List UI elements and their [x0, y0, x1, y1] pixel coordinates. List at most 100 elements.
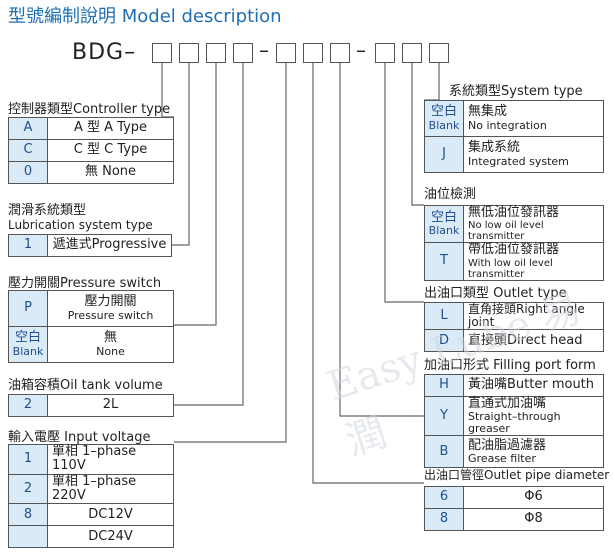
option-code: 6	[424, 486, 464, 509]
option-desc: Φ6	[463, 486, 604, 509]
option-code: P	[8, 290, 48, 327]
option-desc: 無集成 No integration	[463, 100, 604, 137]
filling-port-table: H 黃油嘴Butter mouth Y 直通式加油嘴 Straight–thro…	[424, 374, 604, 469]
option-desc-cn: 帶低油位發訊器	[468, 242, 560, 258]
outlet-pipe-table: 6 Φ6 8 Φ8	[424, 486, 604, 531]
lubrication-type-table: 1 遞進式Progressive	[8, 234, 172, 257]
table-row: J 集成系統 Integrated system	[424, 136, 604, 173]
option-code: C	[8, 139, 48, 162]
option-code: 0	[8, 161, 48, 184]
code-box-controller	[152, 43, 172, 63]
table-row: L 直角接頭Right angle joint	[424, 301, 604, 331]
lubrication-type-title-cn: 潤滑系統類型	[8, 203, 87, 218]
table-row: P 壓力開關 Pressure switch	[8, 290, 174, 327]
table-row: 6 Φ6	[424, 486, 604, 509]
option-code: 8	[424, 508, 464, 531]
lubrication-type-title: 潤滑系統類型 Lubrication system type	[8, 199, 153, 232]
option-desc: C 型 C Type	[47, 139, 174, 162]
table-row: 1 單相 1–phase 110V	[8, 444, 174, 475]
option-code: 2	[8, 473, 48, 505]
option-desc-cn: 配油脂過濾器	[468, 437, 547, 453]
model-separator: –	[356, 38, 366, 62]
option-code: 空白 Blank	[424, 204, 464, 244]
connector-filling	[339, 63, 424, 417]
outlet-pipe-title: 出油口管徑Outlet pipe diameter	[424, 468, 610, 482]
option-desc: DC24V	[47, 525, 174, 549]
table-row: 空白 Blank 無低油位發訊器 No low oil level transm…	[424, 204, 604, 244]
table-row: 空白 Blank 無集成 No integration	[424, 100, 604, 137]
option-desc: 帶低油位發訊器 With low oil level transmitter	[463, 242, 604, 281]
option-code: L	[424, 301, 464, 331]
option-desc-en: None	[96, 344, 125, 358]
option-code: D	[424, 329, 464, 353]
oil-tank-volume-title: 油箱容積Oil tank volume	[8, 378, 163, 393]
option-desc: 壓力開關 Pressure switch	[47, 290, 174, 327]
code-box-outlet-type	[375, 43, 395, 63]
option-code-en: Blank	[428, 118, 460, 132]
model-separator: –	[259, 38, 269, 62]
option-desc-cn: 集成系統	[468, 140, 521, 156]
option-desc: 無低油位發訊器 No low oil level transmitter	[463, 204, 604, 244]
connector-pressure	[174, 63, 217, 326]
code-box-tank	[233, 43, 253, 63]
option-code	[8, 525, 48, 549]
filling-port-title: 加油口形式 Filling port form	[424, 358, 596, 373]
option-desc: 單相 1–phase 220V	[47, 473, 174, 505]
connector-oil-level	[411, 63, 424, 206]
code-box-voltage	[276, 43, 296, 63]
option-desc: 配油脂過濾器 Grease filter	[463, 435, 604, 469]
oil-level-table: 空白 Blank 無低油位發訊器 No low oil level transm…	[424, 204, 604, 281]
code-box-pressure	[206, 43, 226, 63]
option-code: B	[424, 435, 464, 469]
option-desc: 遞進式Progressive	[47, 234, 172, 257]
table-row: A A 型 A Type	[8, 117, 174, 140]
table-row: 2 2L	[8, 394, 174, 417]
option-desc: 2L	[47, 394, 174, 417]
connector-outlet-type	[384, 63, 424, 303]
option-code: J	[424, 136, 464, 173]
table-row: 空白 Blank 無 None	[8, 326, 174, 363]
outlet-type-table: L 直角接頭Right angle joint D 直接頭Direct head	[424, 301, 604, 353]
connector-voltage	[174, 63, 287, 443]
option-desc: 直接頭Direct head	[463, 329, 604, 353]
option-desc-en: No low oil level transmitter	[468, 220, 544, 243]
code-box-lubrication	[179, 43, 199, 63]
option-desc: 集成系統 Integrated system	[463, 136, 604, 173]
pressure-switch-title: 壓力開關Pressure switch	[8, 276, 162, 291]
option-desc: DC12V	[47, 503, 174, 527]
option-desc-en: Pressure switch	[67, 308, 154, 322]
option-code: 空白 Blank	[424, 100, 464, 137]
table-row: B 配油脂過濾器 Grease filter	[424, 435, 604, 469]
option-code-en: Blank	[12, 344, 44, 358]
option-desc-cn: 無集成	[468, 104, 508, 120]
option-desc-cn: 壓力開關	[84, 294, 137, 310]
oil-level-title: 油位檢測	[424, 187, 477, 202]
controller-type-table: A A 型 A Type C C 型 C Type 0 無 None	[8, 117, 174, 184]
table-row: 0 無 None	[8, 161, 174, 184]
option-code: 空白 Blank	[8, 326, 48, 363]
option-code-cn: 空白	[430, 209, 457, 225]
option-desc: A 型 A Type	[47, 117, 174, 140]
option-desc-en: Integrated system	[468, 154, 569, 168]
option-desc-en: Grease filter	[468, 452, 536, 466]
connector-system	[424, 63, 440, 101]
code-box-outlet-pipe	[303, 43, 323, 63]
model-prefix: BDG–	[72, 40, 137, 65]
input-voltage-title: 輸入電壓 Input voltage	[8, 430, 151, 445]
option-code: A	[8, 117, 48, 140]
option-desc-en: No integration	[468, 118, 547, 132]
option-desc-en: With low oil level transmitter	[468, 257, 553, 280]
option-desc: 無 None	[47, 161, 174, 184]
option-code: Y	[424, 395, 464, 437]
option-code: 2	[8, 394, 48, 417]
oil-tank-volume-table: 2 2L	[8, 394, 174, 417]
controller-type-title: 控制器類型Controller type	[8, 102, 171, 117]
option-code-cn: 空白	[430, 104, 457, 120]
option-desc: 無 None	[47, 326, 174, 363]
option-desc-en: Straight–through greaser	[468, 410, 561, 436]
option-desc-cn: 無低油位發訊器	[468, 205, 560, 220]
connector-outlet-pipe	[312, 63, 424, 484]
table-row: T 帶低油位發訊器 With low oil level transmitter	[424, 242, 604, 281]
option-desc-cn: 無	[103, 330, 117, 346]
option-desc: 直通式加油嘴 Straight–through greaser	[463, 395, 604, 437]
